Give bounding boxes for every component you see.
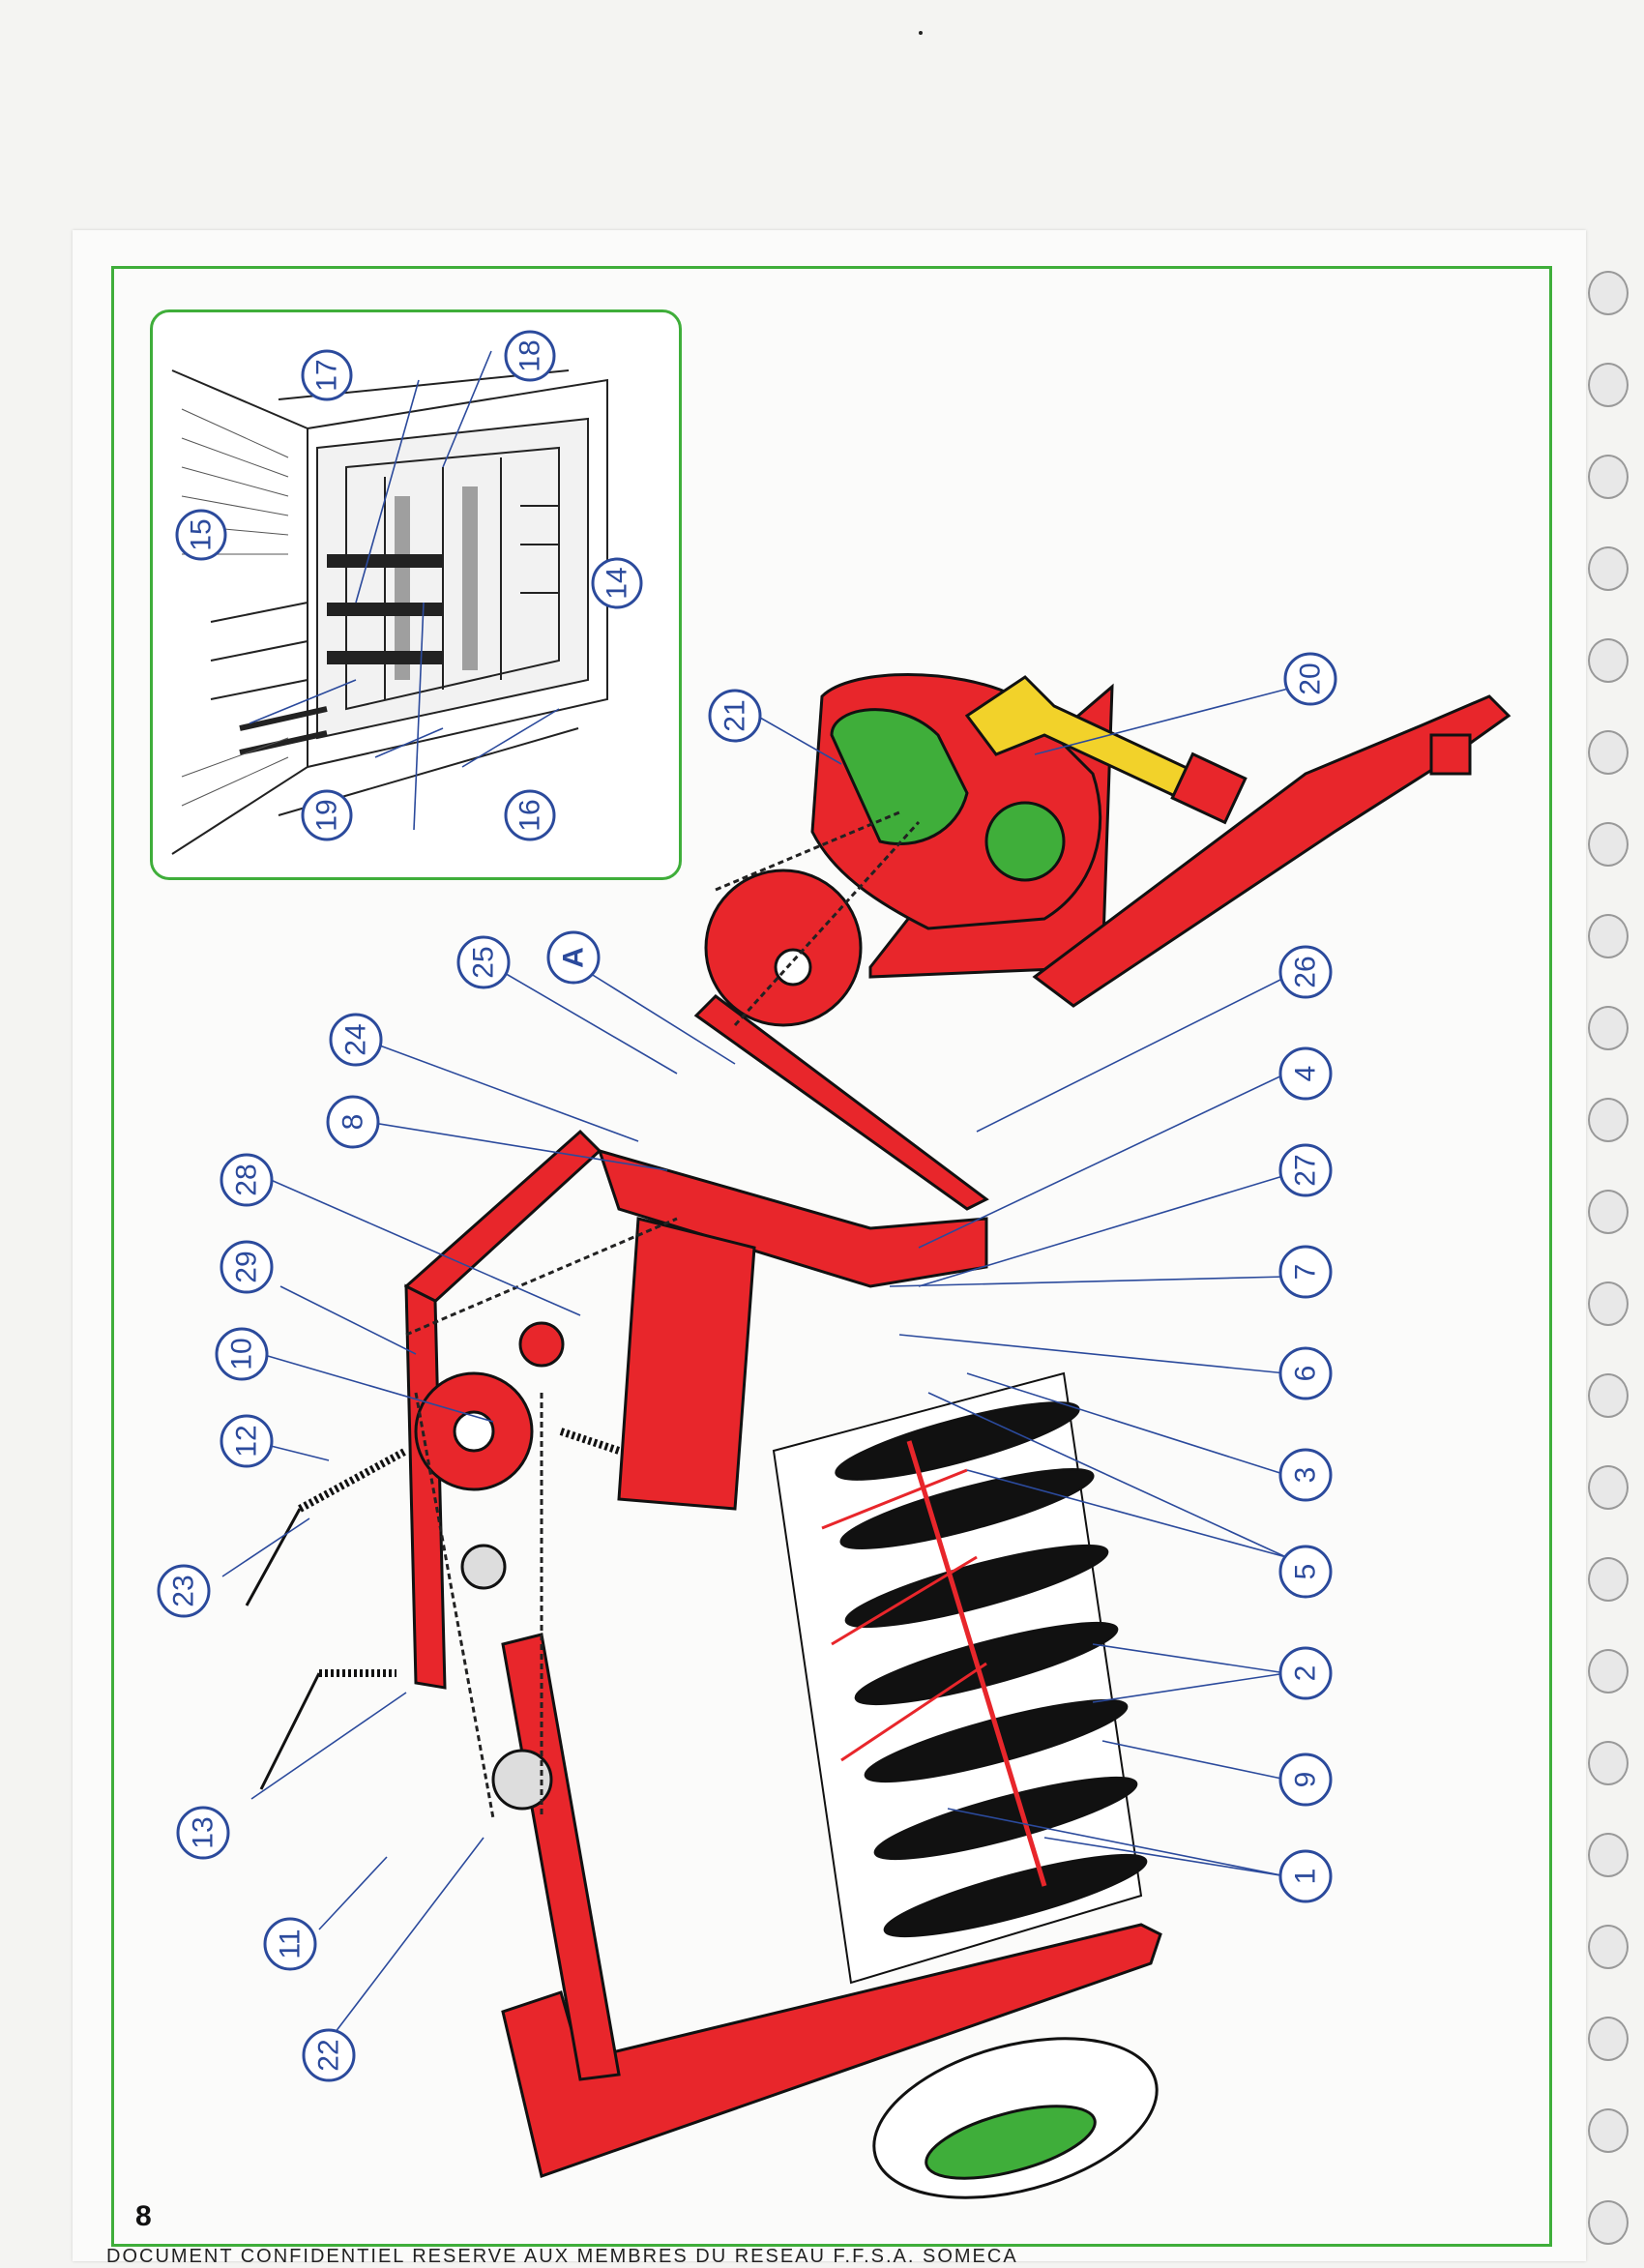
binding-hole: [1588, 363, 1629, 407]
svg-text:21: 21: [719, 699, 751, 731]
callout-2: 2: [1278, 1646, 1333, 1700]
callout-11: 11: [263, 1917, 317, 1971]
svg-text:29: 29: [231, 1251, 263, 1282]
binding-hole: [1588, 2108, 1629, 2153]
svg-text:2: 2: [1290, 1665, 1322, 1682]
svg-text:19: 19: [311, 799, 343, 831]
callout-26: 26: [1278, 945, 1333, 999]
callout-27: 27: [1278, 1143, 1333, 1197]
binding-hole: [1588, 1190, 1629, 1234]
binding-hole: [1588, 1098, 1629, 1142]
binding-hole: [1588, 1006, 1629, 1050]
binding-hole: [1588, 1465, 1629, 1510]
pickup-reel: [772, 1371, 1148, 1985]
callout-21: 21: [708, 689, 762, 743]
binding-hole: [1588, 1741, 1629, 1785]
callout-4: 4: [1278, 1046, 1333, 1101]
binding-hole: [1588, 546, 1629, 591]
paper-speck: [919, 31, 923, 35]
tension-springs: [245, 1428, 621, 1790]
pto-shaft: [964, 675, 1248, 825]
wheel: [872, 2037, 1159, 2199]
large-sprocket: [414, 869, 863, 1811]
svg-text:4: 4: [1290, 1066, 1322, 1082]
leader-lines: [221, 686, 1297, 2042]
inset-drawing: 17 18 15 14 19 16: [171, 330, 643, 855]
svg-text:27: 27: [1290, 1154, 1322, 1186]
binding-hole: [1588, 1649, 1629, 1694]
callout-23: 23: [157, 1564, 211, 1618]
callout-6: 6: [1278, 1346, 1333, 1400]
svg-text:7: 7: [1290, 1264, 1322, 1281]
binding-hole: [1588, 822, 1629, 867]
inset-diagram-box: 17 18 15 14 19 16: [150, 309, 682, 880]
binding-hole: [1588, 1281, 1629, 1326]
svg-text:12: 12: [231, 1425, 263, 1457]
callout-3: 3: [1278, 1448, 1333, 1502]
inset-callout-17: 17: [301, 349, 353, 401]
callout-1: 1: [1278, 1849, 1333, 1903]
binding-hole: [1588, 455, 1629, 499]
page-number: 8: [135, 2200, 152, 2232]
callout-25: 25: [456, 935, 511, 989]
svg-text:8: 8: [338, 1114, 369, 1131]
callout-5: 5: [1278, 1545, 1333, 1599]
binding-hole: [1588, 2200, 1629, 2245]
binding-hole: [1588, 730, 1629, 775]
inset-callout-16: 16: [504, 789, 556, 841]
svg-text:A: A: [558, 947, 590, 968]
svg-text:1: 1: [1290, 1869, 1322, 1885]
binding-hole: [1588, 638, 1629, 683]
binding-hole: [1588, 1833, 1629, 1877]
svg-text:11: 11: [275, 1929, 307, 1959]
svg-text:26: 26: [1290, 956, 1322, 987]
binding-holes: [1584, 261, 1644, 2261]
svg-text:28: 28: [231, 1163, 263, 1195]
inset-callout-19: 19: [301, 789, 353, 841]
svg-text:15: 15: [186, 518, 218, 550]
footer-note: DOCUMENT CONFIDENTIEL RESERVE AUX MEMBRE…: [106, 2246, 1018, 2267]
callout-A: A: [546, 930, 601, 985]
page-frame: [111, 266, 1552, 2247]
callout-9: 9: [1278, 1753, 1333, 1807]
svg-text:17: 17: [311, 359, 343, 391]
binding-hole: [1588, 1373, 1629, 1418]
binding-hole: [1588, 271, 1629, 315]
callout-22: 22: [302, 2028, 356, 2082]
svg-text:23: 23: [168, 1575, 200, 1606]
inset-callout-15: 15: [175, 509, 227, 561]
svg-text:6: 6: [1290, 1366, 1322, 1382]
svg-text:5: 5: [1290, 1564, 1322, 1580]
callout-8: 8: [326, 1095, 380, 1149]
callout-10: 10: [215, 1327, 269, 1381]
callout-20: 20: [1283, 652, 1337, 706]
callout-28: 28: [220, 1153, 274, 1207]
svg-text:10: 10: [226, 1338, 258, 1370]
binding-hole: [1588, 2017, 1629, 2061]
svg-text:18: 18: [514, 339, 546, 371]
svg-text:24: 24: [340, 1023, 372, 1055]
svg-text:3: 3: [1290, 1467, 1322, 1484]
inset-callout-18: 18: [504, 330, 556, 382]
binding-hole: [1588, 1925, 1629, 1969]
binding-hole: [1588, 914, 1629, 958]
svg-text:13: 13: [188, 1816, 220, 1848]
svg-text:22: 22: [313, 2039, 345, 2071]
svg-text:9: 9: [1290, 1772, 1322, 1788]
binding-hole: [1588, 1557, 1629, 1602]
svg-text:20: 20: [1295, 663, 1327, 694]
callout-24: 24: [329, 1013, 383, 1067]
svg-text:16: 16: [514, 799, 546, 831]
callout-29: 29: [220, 1240, 274, 1294]
svg-text:25: 25: [468, 946, 500, 978]
inset-callout-14: 14: [591, 557, 643, 609]
drive-chains: [405, 810, 921, 1819]
svg-text:14: 14: [602, 567, 633, 599]
callout-7: 7: [1278, 1245, 1333, 1299]
callout-12: 12: [220, 1414, 274, 1468]
callout-13: 13: [176, 1806, 230, 1860]
